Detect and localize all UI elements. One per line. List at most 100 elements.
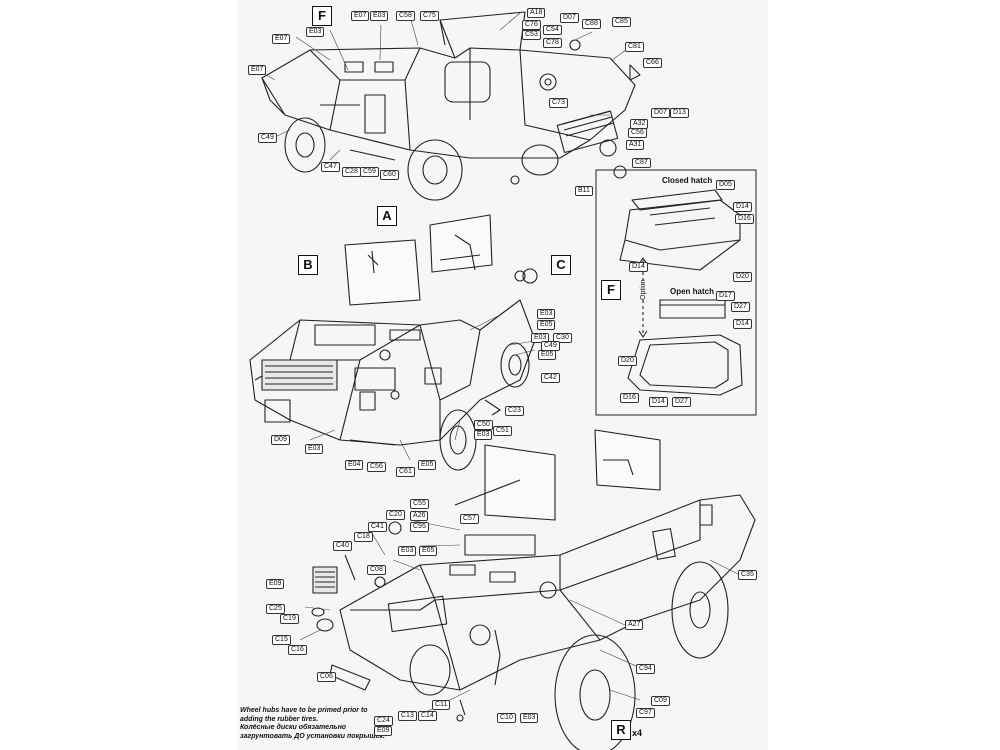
part-label: E03 bbox=[398, 546, 417, 556]
part-label: C10 bbox=[497, 713, 516, 723]
part-label: C49 bbox=[258, 133, 277, 143]
part-label: C16 bbox=[288, 645, 307, 655]
part-label: C56 bbox=[628, 128, 647, 138]
part-label: B11 bbox=[575, 186, 593, 196]
step-letter-r: R bbox=[611, 720, 631, 740]
part-label: C08 bbox=[367, 565, 386, 575]
step-letter-f-inset: F bbox=[601, 280, 621, 300]
part-label: D14 bbox=[649, 397, 668, 407]
part-label: E03 bbox=[370, 11, 389, 21]
part-label: C54 bbox=[543, 25, 562, 35]
part-label: D05 bbox=[716, 180, 735, 190]
part-label: A31 bbox=[626, 140, 645, 150]
part-label: D20 bbox=[618, 356, 637, 366]
note-line-3: Колёсные диски обязательно загрунтовать … bbox=[240, 724, 385, 740]
step-letter-f: F bbox=[312, 6, 332, 26]
top-vehicle-drawing bbox=[261, 11, 641, 201]
part-label: C85 bbox=[612, 17, 631, 27]
part-label: C53 bbox=[522, 30, 541, 40]
note-line-1: Wheel hubs have to be primed prior to bbox=[240, 707, 368, 714]
part-label: C30 bbox=[553, 333, 572, 343]
note-line-2: adding the rubber tires. bbox=[240, 715, 319, 723]
hatch-detail-inset bbox=[595, 169, 757, 416]
part-label: C50 bbox=[474, 420, 493, 430]
part-label: E09 bbox=[374, 726, 393, 736]
part-label: E05 bbox=[538, 350, 557, 360]
part-label: C11 bbox=[432, 700, 451, 710]
part-label: C51 bbox=[493, 426, 512, 436]
part-label: C41 bbox=[368, 522, 387, 532]
part-label: C56 bbox=[367, 462, 386, 472]
part-label: E09 bbox=[266, 579, 285, 589]
part-label: E05 bbox=[419, 546, 438, 556]
part-label: D14 bbox=[733, 319, 752, 329]
step-letter-b: B bbox=[298, 255, 318, 275]
part-label: D20 bbox=[733, 272, 752, 282]
part-label: C55 bbox=[410, 499, 429, 509]
part-label: E04 bbox=[345, 460, 364, 470]
step-letter-a: A bbox=[377, 206, 397, 226]
part-label: A27 bbox=[625, 620, 644, 630]
part-label: C35 bbox=[738, 570, 757, 580]
part-label: D09 bbox=[271, 435, 290, 445]
part-label: A18 bbox=[527, 8, 546, 18]
part-label: E03 bbox=[537, 309, 556, 319]
quantity-x4: x4 bbox=[632, 728, 643, 738]
part-label: D07 bbox=[560, 13, 579, 23]
part-label: E03 bbox=[520, 713, 539, 723]
part-label: C23 bbox=[505, 406, 524, 416]
part-label: C59 bbox=[360, 167, 379, 177]
part-label: D17 bbox=[716, 291, 735, 301]
part-label: C13 bbox=[398, 711, 417, 721]
open-hatch-caption: Open hatch bbox=[670, 287, 715, 296]
part-label: C57 bbox=[460, 514, 479, 524]
part-label: E03 bbox=[474, 430, 493, 440]
closed-hatch-caption: Closed hatch bbox=[662, 176, 713, 185]
part-label: C58 bbox=[396, 11, 415, 21]
part-label: E07 bbox=[351, 11, 370, 21]
part-label: C94 bbox=[636, 664, 655, 674]
part-label: C66 bbox=[643, 58, 662, 68]
part-label: C06 bbox=[317, 672, 336, 682]
part-label: C25 bbox=[266, 604, 285, 614]
bottom-vehicle-drawing bbox=[311, 429, 756, 750]
part-label: C97 bbox=[636, 708, 655, 718]
middle-vehicle-drawing bbox=[249, 214, 538, 471]
part-label: E05 bbox=[418, 460, 437, 470]
part-label: C40 bbox=[333, 541, 352, 551]
part-label: C95 bbox=[410, 522, 429, 532]
part-label: C78 bbox=[543, 38, 562, 48]
part-label: E07 bbox=[272, 34, 291, 44]
part-label: C24 bbox=[374, 716, 393, 726]
part-label: E03 bbox=[306, 27, 325, 37]
part-label: E03 bbox=[531, 333, 550, 343]
step-letter-c: C bbox=[551, 255, 571, 275]
part-label: C18 bbox=[354, 532, 373, 542]
wheel-hub-note: Wheel hubs have to be primed prior to ad… bbox=[240, 707, 400, 741]
part-label: C19 bbox=[280, 614, 299, 624]
part-label: D14 bbox=[629, 262, 648, 272]
part-label: C14 bbox=[418, 711, 437, 721]
part-label: C75 bbox=[420, 11, 439, 21]
part-label: C88 bbox=[582, 19, 601, 29]
part-label: E07 bbox=[248, 65, 267, 75]
part-label: C42 bbox=[541, 373, 560, 383]
part-label: C76 bbox=[522, 20, 541, 30]
part-label: C87 bbox=[632, 158, 651, 168]
part-label: C61 bbox=[396, 467, 415, 477]
part-label: D07 bbox=[651, 108, 670, 118]
part-label: D13 bbox=[670, 108, 689, 118]
part-label: D27 bbox=[672, 397, 691, 407]
part-label: C73 bbox=[549, 98, 568, 108]
part-label: D14 bbox=[733, 202, 752, 212]
part-label: C47 bbox=[321, 162, 340, 172]
part-label: E03 bbox=[305, 444, 324, 454]
part-label: C81 bbox=[625, 42, 644, 52]
part-label: C09 bbox=[651, 696, 670, 706]
part-label: D16 bbox=[735, 214, 754, 224]
part-label: C15 bbox=[272, 635, 291, 645]
inset-frame bbox=[595, 169, 757, 416]
part-label: C20 bbox=[386, 510, 405, 520]
part-label: C28 bbox=[342, 167, 361, 177]
